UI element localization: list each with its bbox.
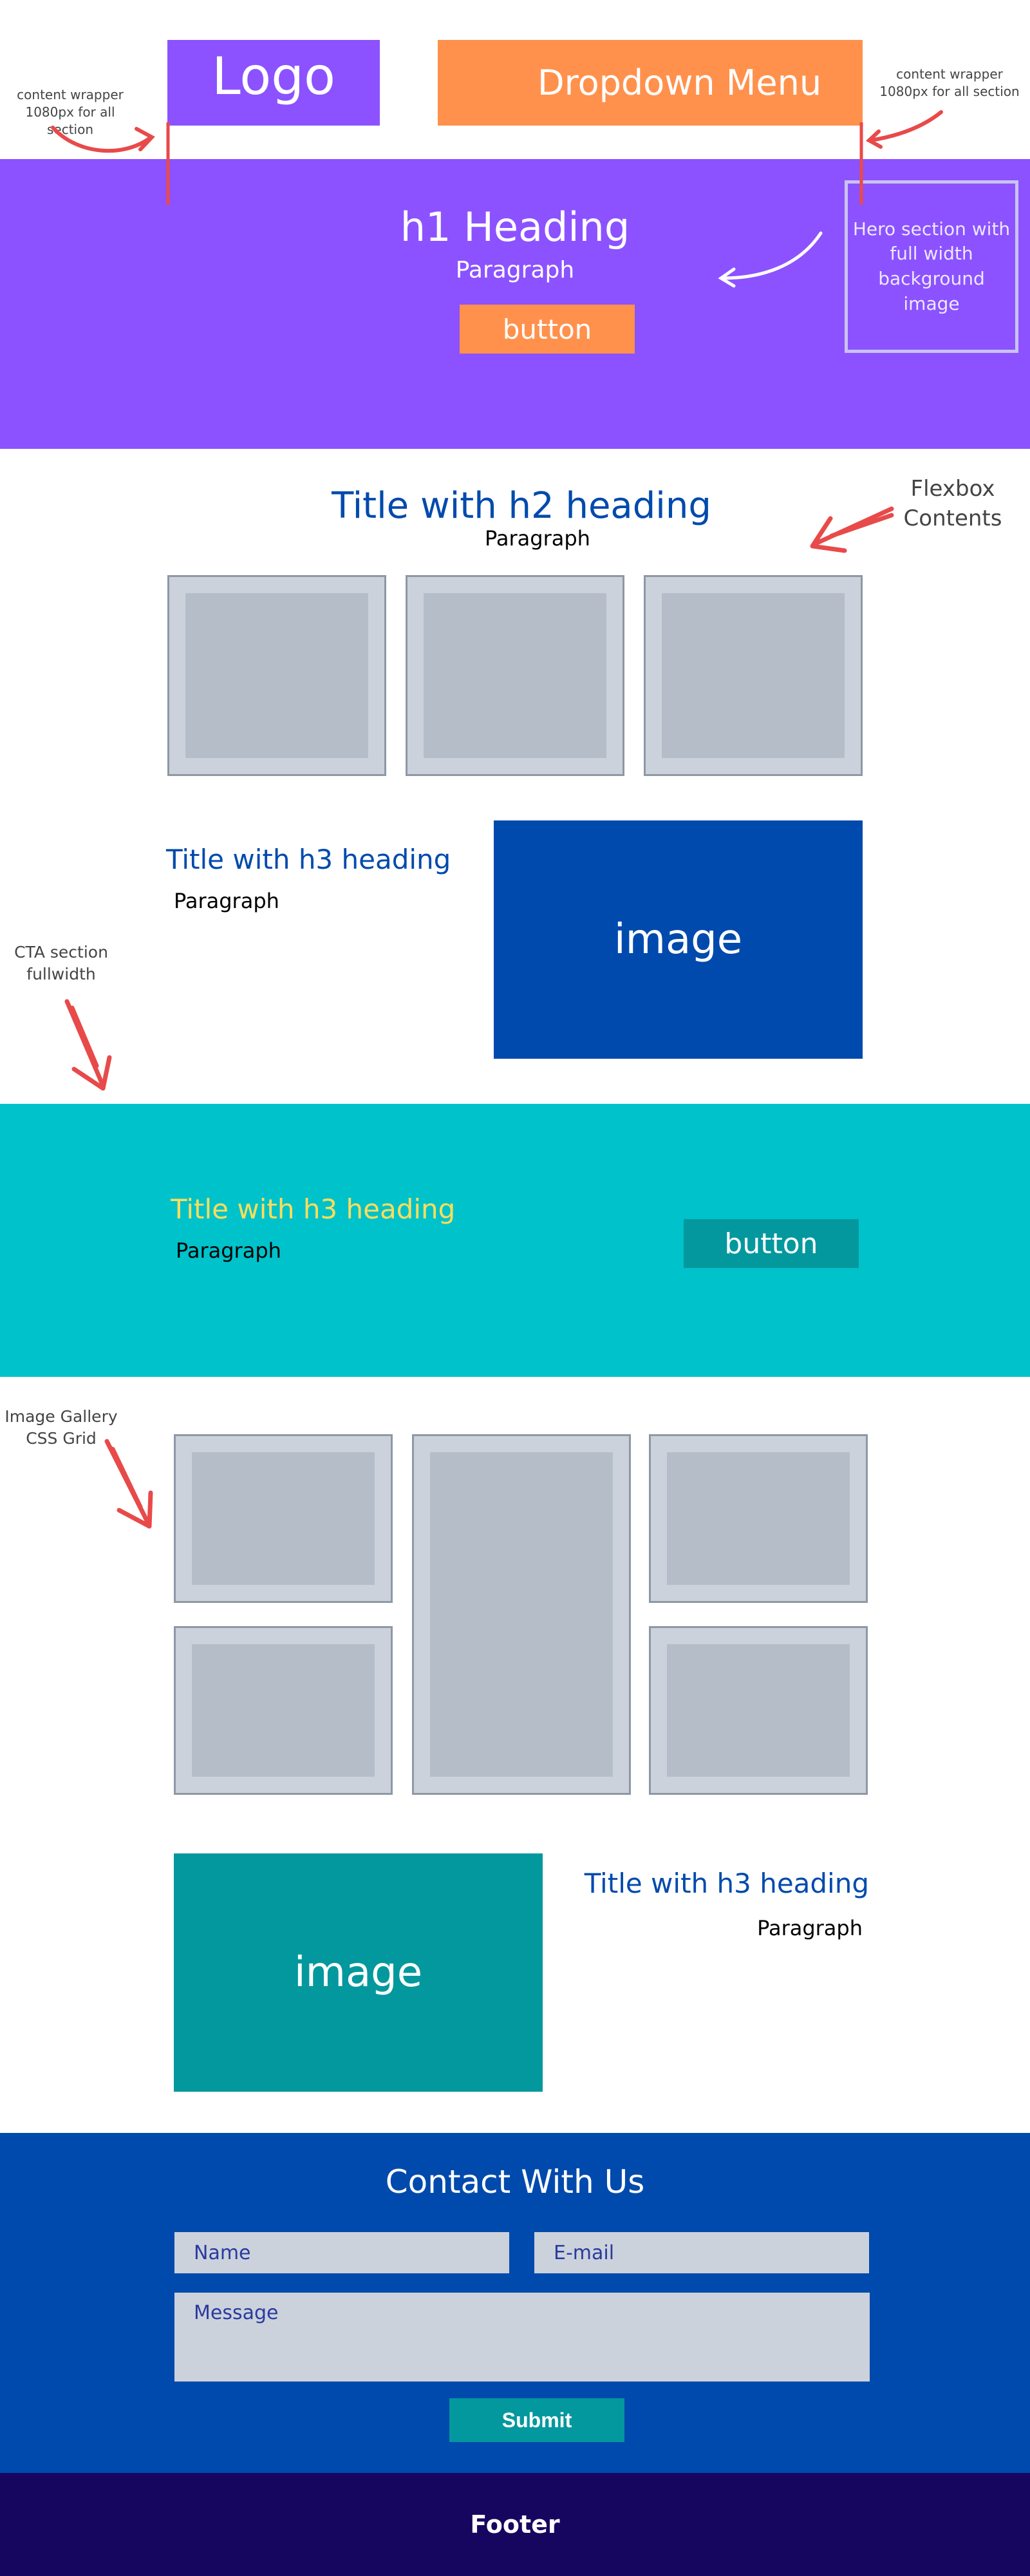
name-field[interactable]: Name — [174, 2232, 509, 2273]
note-line: content wrapper — [896, 66, 1003, 82]
hero-paragraph: Paragraph — [455, 256, 575, 283]
gallery-image-3 — [649, 1434, 868, 1603]
cta-paragraph: Paragraph — [176, 1238, 281, 1263]
message-field[interactable]: Message — [174, 2293, 870, 2382]
note-line: Image Gallery — [5, 1407, 118, 1426]
note-line: 1080px for all section — [25, 104, 115, 137]
note-line: 1080px for all section — [879, 84, 1020, 99]
note-line: content wrapper — [17, 87, 124, 102]
arrow-icon — [865, 110, 943, 149]
features-title: Title with h2 heading — [332, 484, 711, 527]
split2-paragraph: Paragraph — [757, 1916, 863, 1940]
cta-section — [0, 1104, 1030, 1377]
feature-card-3 — [644, 575, 863, 776]
footer: Footer — [0, 2473, 1030, 2576]
note-line: fullwidth — [26, 964, 96, 983]
image-placeholder — [667, 1452, 850, 1585]
gallery-note: Image Gallery CSS Grid — [3, 1406, 119, 1450]
image-placeholder — [424, 593, 606, 758]
contact-title: Contact With Us — [385, 2163, 645, 2201]
split2-title: Title with h3 heading — [584, 1868, 869, 1899]
split1-paragraph: Paragraph — [174, 889, 279, 913]
feature-card-1 — [167, 575, 386, 776]
hero-section — [0, 159, 1030, 449]
note-line: Hero section with — [852, 218, 1011, 240]
content-wrapper-note-left: content wrapper 1080px for all section — [1, 86, 139, 138]
hero-heading: h1 Heading — [400, 203, 630, 251]
email-field[interactable]: E-mail — [534, 2232, 869, 2273]
feature-card-2 — [406, 575, 624, 776]
submit-button[interactable]: Submit — [449, 2398, 624, 2442]
gallery-image-2 — [412, 1434, 631, 1795]
image-placeholder — [185, 593, 368, 758]
note-line: background image — [878, 268, 985, 314]
cta-title: Title with h3 heading — [171, 1193, 456, 1225]
arrow-icon — [810, 506, 894, 553]
split1-image: image — [494, 820, 863, 1059]
split2-image: image — [174, 1853, 543, 2092]
arrow-icon — [64, 999, 112, 1091]
cta-button[interactable]: button — [684, 1219, 859, 1268]
content-wrapper-note-right: content wrapper 1080px for all section — [879, 66, 1020, 100]
gallery-image-5 — [649, 1626, 868, 1795]
note-line: full width — [890, 243, 973, 265]
image-placeholder — [192, 1452, 375, 1585]
gallery-image-4 — [174, 1626, 393, 1795]
cta-note: CTA section fullwidth — [6, 942, 116, 985]
note-line: CTA section — [14, 943, 108, 961]
features-paragraph: Paragraph — [485, 526, 590, 551]
image-placeholder — [192, 1644, 375, 1777]
image-placeholder — [430, 1452, 613, 1777]
gallery-image-1 — [174, 1434, 393, 1603]
split1-title: Title with h3 heading — [166, 844, 451, 875]
image-placeholder — [667, 1644, 850, 1777]
hero-button[interactable]: button — [460, 305, 635, 354]
note-line: CSS Grid — [26, 1428, 97, 1448]
flexbox-note: Flexbox Contents — [888, 475, 1017, 534]
note-line: Flexbox — [910, 476, 995, 502]
logo[interactable]: Logo — [167, 40, 380, 126]
image-placeholder — [662, 593, 845, 758]
arrow-icon — [104, 1439, 153, 1529]
dropdown-menu[interactable]: Dropdown Menu — [438, 40, 863, 126]
note-line: Contents — [903, 505, 1002, 531]
hero-note-box: Hero section with full width background … — [845, 180, 1018, 353]
